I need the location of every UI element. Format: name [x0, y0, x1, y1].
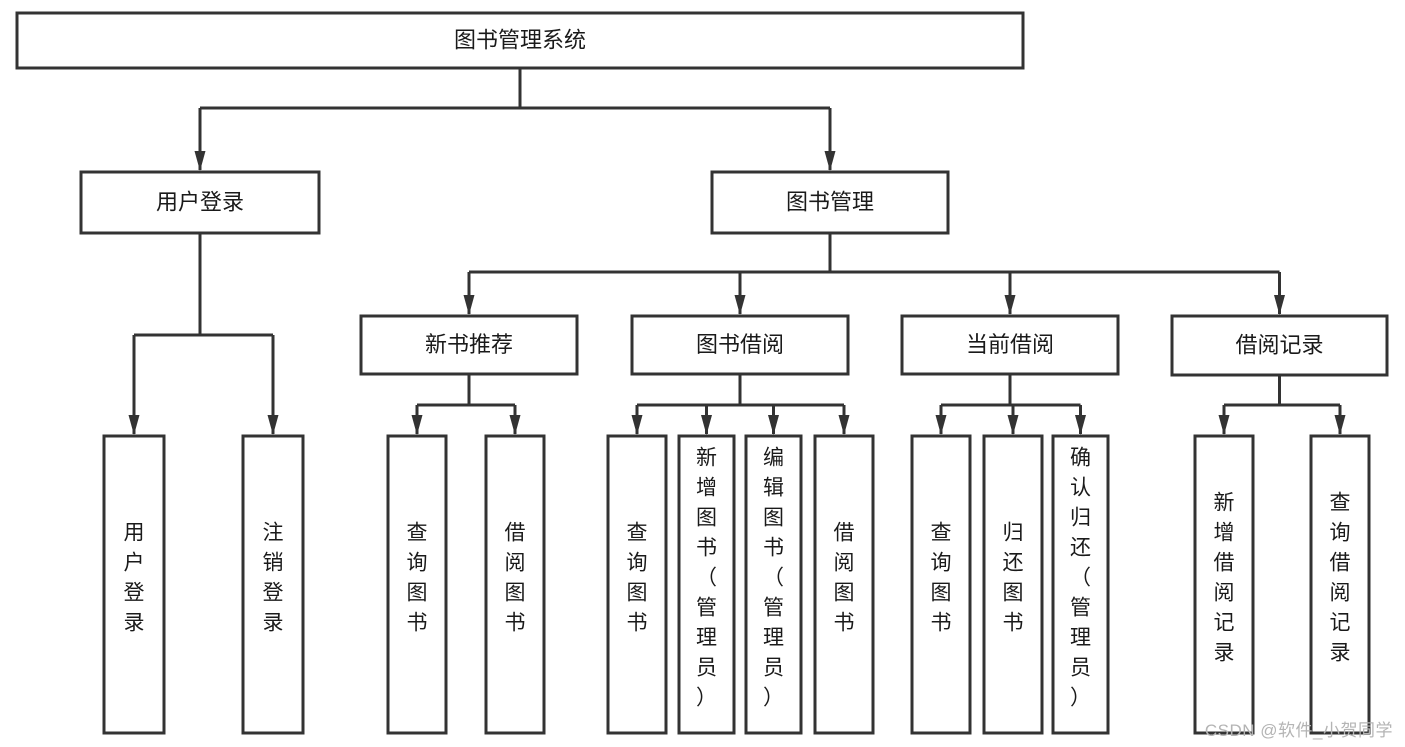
node-box-leaf-confirm-return[interactable]	[1051, 434, 1110, 735]
arrow-head-leaf-add-borrow-record	[1218, 415, 1230, 435]
node-box-leaf-logout-login[interactable]	[241, 434, 305, 735]
node-label-leaf-edit-book: 编辑图书（管理员）	[763, 447, 784, 710]
arrow-head-new-book-recommend	[463, 295, 475, 315]
node-label-user-login: 用户登录	[156, 189, 244, 214]
node-borrow-records[interactable]: 借阅记录	[1170, 314, 1389, 377]
node-leaf-user-login[interactable]: 用户登录	[102, 434, 166, 735]
arrow-head-leaf-user-login	[128, 415, 140, 435]
node-book-borrow[interactable]: 图书借阅	[630, 314, 850, 376]
node-leaf-return-book[interactable]: 归还图书	[982, 434, 1044, 735]
arrow-head-user-login	[194, 151, 206, 171]
node-label-leaf-query-book-borrow: 查询图书	[627, 522, 648, 635]
node-label-leaf-user-login: 用户登录	[124, 522, 145, 635]
arrow-head-borrow-records	[1274, 295, 1285, 315]
node-leaf-add-borrow-record[interactable]: 新增借阅记录	[1193, 434, 1255, 735]
node-leaf-query-book-recommend[interactable]: 查询图书	[386, 434, 448, 735]
arrow-head-book-borrow	[734, 295, 746, 315]
node-label-borrow-records: 借阅记录	[1235, 332, 1323, 357]
arrow-head-book-manage	[824, 151, 836, 171]
node-box-book-manage[interactable]	[710, 170, 950, 235]
node-label-leaf-query-book-recommend: 查询图书	[407, 522, 428, 635]
node-label-book-borrow: 图书借阅	[696, 332, 784, 357]
arrow-head-leaf-logout-login	[267, 415, 279, 435]
node-label-current-borrow: 当前借阅	[966, 332, 1054, 357]
node-box-new-book-recommend[interactable]	[359, 314, 579, 376]
node-box-leaf-user-login[interactable]	[102, 434, 166, 735]
node-label-leaf-logout-login: 注销登录	[263, 522, 284, 635]
node-layer: 图书管理系统用户登录图书管理新书推荐图书借阅当前借阅借阅记录用户登录注销登录查询…	[15, 11, 1389, 735]
arrow-head-leaf-query-borrow-record	[1334, 415, 1346, 435]
node-label-leaf-confirm-return: 确认归还（管理员）	[1070, 447, 1091, 710]
node-new-book-recommend[interactable]: 新书推荐	[359, 314, 579, 376]
arrow-head-leaf-query-book-borrow	[631, 415, 643, 435]
arrow-head-leaf-query-book-current	[935, 415, 947, 435]
arrow-head-leaf-borrow-book-recommend	[509, 415, 521, 435]
node-label-leaf-return-book: 归还图书	[1003, 522, 1024, 635]
node-label-new-book-recommend: 新书推荐	[425, 332, 513, 357]
node-box-leaf-query-book-current[interactable]	[910, 434, 972, 735]
node-box-leaf-borrow-book-recommend[interactable]	[484, 434, 546, 735]
node-box-leaf-query-borrow-record[interactable]	[1309, 434, 1371, 735]
watermark-label: CSDN @软件_小贺同学	[1204, 721, 1393, 740]
node-label-leaf-query-book-current: 查询图书	[931, 522, 952, 635]
node-box-current-borrow[interactable]	[900, 314, 1120, 376]
arrow-head-leaf-edit-book	[768, 415, 779, 435]
node-box-leaf-edit-book[interactable]	[744, 434, 803, 735]
node-user-login[interactable]: 用户登录	[79, 170, 321, 235]
node-leaf-add-book[interactable]: 新增图书（管理员）	[677, 434, 736, 735]
node-leaf-query-borrow-record[interactable]: 查询借阅记录	[1309, 434, 1371, 735]
node-box-leaf-add-borrow-record[interactable]	[1193, 434, 1255, 735]
node-label-leaf-add-book: 新增图书（管理员）	[696, 447, 717, 710]
node-leaf-confirm-return[interactable]: 确认归还（管理员）	[1051, 434, 1110, 735]
arrow-head-leaf-return-book	[1007, 415, 1019, 435]
node-leaf-borrow-book[interactable]: 借阅图书	[813, 434, 875, 735]
node-label-leaf-add-borrow-record: 新增借阅记录	[1214, 492, 1235, 665]
arrow-head-current-borrow	[1004, 295, 1016, 315]
arrow-head-leaf-borrow-book	[838, 415, 850, 435]
node-leaf-query-book-borrow[interactable]: 查询图书	[606, 434, 668, 735]
node-leaf-logout-login[interactable]: 注销登录	[241, 434, 305, 735]
node-box-leaf-return-book[interactable]	[982, 434, 1044, 735]
node-box-user-login[interactable]	[79, 170, 321, 235]
arrow-head-leaf-confirm-return	[1075, 415, 1086, 435]
node-current-borrow[interactable]: 当前借阅	[900, 314, 1120, 376]
node-leaf-edit-book[interactable]: 编辑图书（管理员）	[744, 434, 803, 735]
arrow-head-leaf-query-book-recommend	[411, 415, 423, 435]
node-box-leaf-query-book-borrow[interactable]	[606, 434, 668, 735]
node-label-root: 图书管理系统	[454, 27, 586, 52]
node-label-leaf-borrow-book: 借阅图书	[834, 522, 855, 635]
node-box-leaf-query-book-recommend[interactable]	[386, 434, 448, 735]
node-leaf-query-book-current[interactable]: 查询图书	[910, 434, 972, 735]
node-label-book-manage: 图书管理	[786, 189, 874, 214]
node-leaf-borrow-book-recommend[interactable]: 借阅图书	[484, 434, 546, 735]
node-box-leaf-borrow-book[interactable]	[813, 434, 875, 735]
node-label-leaf-borrow-book-recommend: 借阅图书	[505, 522, 526, 635]
node-box-leaf-add-book[interactable]	[677, 434, 736, 735]
connector-layer	[128, 68, 1346, 435]
node-book-manage[interactable]: 图书管理	[710, 170, 950, 235]
node-root[interactable]: 图书管理系统	[15, 11, 1025, 70]
arrow-head-leaf-add-book	[701, 415, 712, 435]
node-box-book-borrow[interactable]	[630, 314, 850, 376]
node-box-root[interactable]	[15, 11, 1025, 70]
node-label-leaf-query-borrow-record: 查询借阅记录	[1330, 492, 1351, 665]
node-box-borrow-records[interactable]	[1170, 314, 1389, 377]
